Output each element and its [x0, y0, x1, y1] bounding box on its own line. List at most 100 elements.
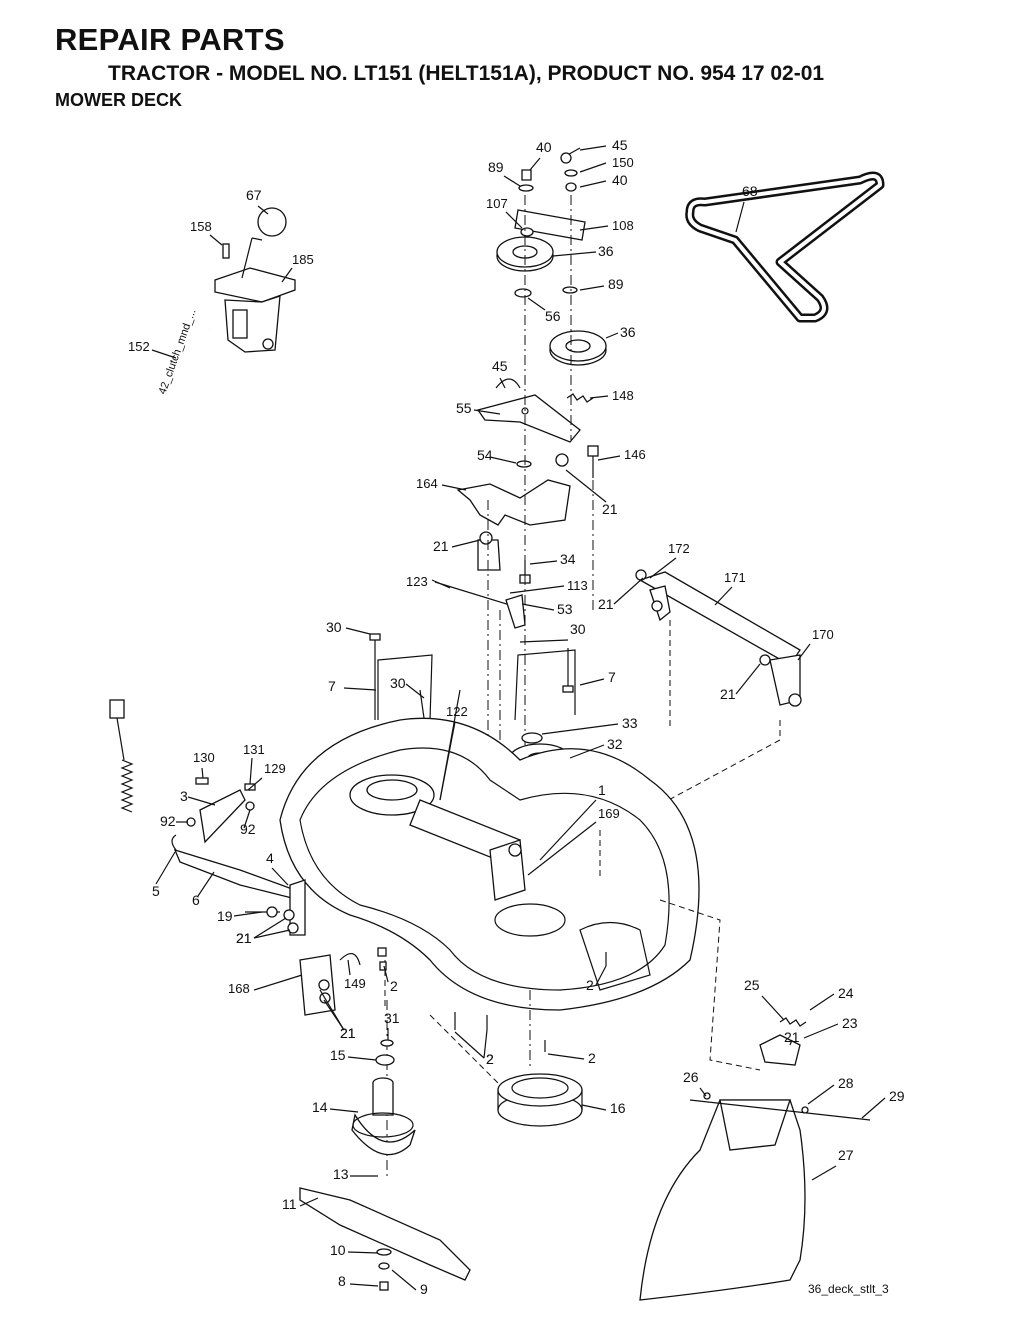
callout-14: 14: [312, 1099, 328, 1115]
callout-leader-131: [249, 757, 253, 785]
callout-leader-171: [714, 586, 733, 606]
callout-7: 7: [328, 678, 336, 694]
callout-leader-21: [735, 663, 761, 695]
callout-leader-23: [803, 1023, 839, 1039]
callout-leader-11: [299, 1197, 319, 1207]
callout-89: 89: [488, 159, 504, 175]
callout-19: 19: [217, 908, 233, 924]
callout-30: 30: [390, 675, 406, 691]
callout-168: 168: [228, 981, 250, 996]
page-subtitle: TRACTOR - MODEL NO. LT151 (HELT151A), PR…: [108, 62, 825, 85]
callout-54: 54: [477, 447, 493, 463]
callout-leader-2: [547, 1053, 585, 1060]
callout-4: 4: [266, 850, 274, 866]
callout-leader-2: [595, 965, 607, 986]
callout-21: 21: [602, 501, 618, 517]
callout-2: 2: [586, 977, 594, 993]
callout-leader-27: [811, 1165, 837, 1181]
crossbar-drawing: [635, 569, 802, 707]
callout-leader-24: [809, 993, 835, 1011]
callout-148: 148: [612, 388, 634, 403]
callout-33: 33: [622, 715, 638, 731]
callout-leader-10: [347, 1251, 379, 1254]
callout-21: 21: [236, 930, 252, 946]
callout-108: 108: [612, 218, 634, 233]
callout-leader-5: [155, 851, 176, 885]
callout-leader-33: [541, 723, 619, 735]
spindle-cover: [497, 1073, 583, 1127]
callout-leader-54: [489, 456, 517, 464]
callout-172: 172: [668, 541, 690, 556]
callout-leader-56: [527, 297, 546, 311]
callout-leader-108: [579, 225, 609, 231]
callout-30: 30: [326, 619, 342, 635]
drive-belt-drawing: [685, 171, 885, 323]
callout-leader-67: [257, 205, 269, 215]
callout-16: 16: [610, 1100, 626, 1116]
deck-housing-drawing: [279, 689, 700, 1011]
left-linkage-drawing: [171, 777, 607, 1052]
figure-id: 36_deck_stlt_3: [808, 1282, 889, 1296]
callout-107: 107: [486, 196, 508, 211]
callout-leader-172: [649, 557, 677, 579]
callout-leader-21: [451, 539, 481, 548]
callout-leader-152: [151, 349, 177, 359]
callout-10: 10: [330, 1242, 346, 1258]
callout-leader-53: [521, 603, 555, 611]
callout-9: 9: [420, 1281, 428, 1297]
callout-152: 152: [128, 339, 150, 354]
callout-25: 25: [744, 977, 760, 993]
callout-leader-21: [323, 999, 345, 1031]
callout-leader-169: [527, 821, 597, 876]
callout-23: 23: [842, 1015, 858, 1031]
callout-40: 40: [612, 172, 628, 188]
callout-113: 113: [567, 578, 588, 593]
callout-21: 21: [236, 930, 252, 946]
callout-164: 164: [416, 476, 438, 491]
callout-leader-4: [271, 867, 289, 886]
section-title: MOWER DECK: [55, 90, 182, 110]
callout-leader-107: [505, 211, 523, 229]
callout-21: 21: [340, 1025, 356, 1041]
callout-24: 24: [838, 985, 854, 1001]
cable-tag: 42_clutch_mnd_...: [157, 307, 199, 396]
callout-7: 7: [608, 669, 616, 685]
callout-leader-25: [761, 995, 785, 1021]
callout-leader-36: [552, 251, 597, 257]
callout-leader-6: [197, 871, 215, 897]
callout-leader-89: [579, 285, 605, 291]
callout-28: 28: [838, 1075, 854, 1091]
callout-leader-29: [861, 1097, 886, 1119]
page-title: REPAIR PARTS: [55, 22, 285, 57]
callout-31: 31: [384, 1010, 400, 1026]
callout-149: 149: [344, 976, 366, 991]
callout-leader-26: [699, 1087, 707, 1097]
callout-89: 89: [608, 276, 624, 292]
callout-158: 158: [190, 219, 212, 234]
callout-26: 26: [683, 1069, 699, 1085]
callout-68: 68: [742, 183, 758, 199]
callout-13: 13: [333, 1166, 349, 1182]
callout-92: 92: [160, 813, 176, 829]
callout-leader-55: [473, 409, 501, 415]
callout-29: 29: [889, 1088, 905, 1104]
callout-leader-1: [539, 799, 597, 861]
callout-leader-2: [454, 1031, 485, 1059]
callout-170: 170: [812, 627, 834, 642]
callout-36: 36: [598, 243, 614, 259]
callout-leader-168: [253, 974, 303, 991]
callout-leader-8: [349, 1283, 379, 1287]
callout-5: 5: [152, 883, 160, 899]
discharge-chute: [639, 1017, 871, 1301]
callout-131: 131: [243, 742, 265, 757]
callout-leader-45: [579, 145, 607, 151]
callout-leader-30: [519, 639, 569, 643]
callout-leader-148: [589, 395, 609, 399]
callout-leader-92: [243, 809, 251, 829]
callout-leader-130: [201, 767, 204, 779]
clutch-cable-drawing: 42_clutch_mnd_...: [109, 307, 211, 813]
callout-150: 150: [612, 155, 634, 170]
callout-146: 146: [624, 447, 646, 462]
callout-8: 8: [338, 1273, 346, 1289]
